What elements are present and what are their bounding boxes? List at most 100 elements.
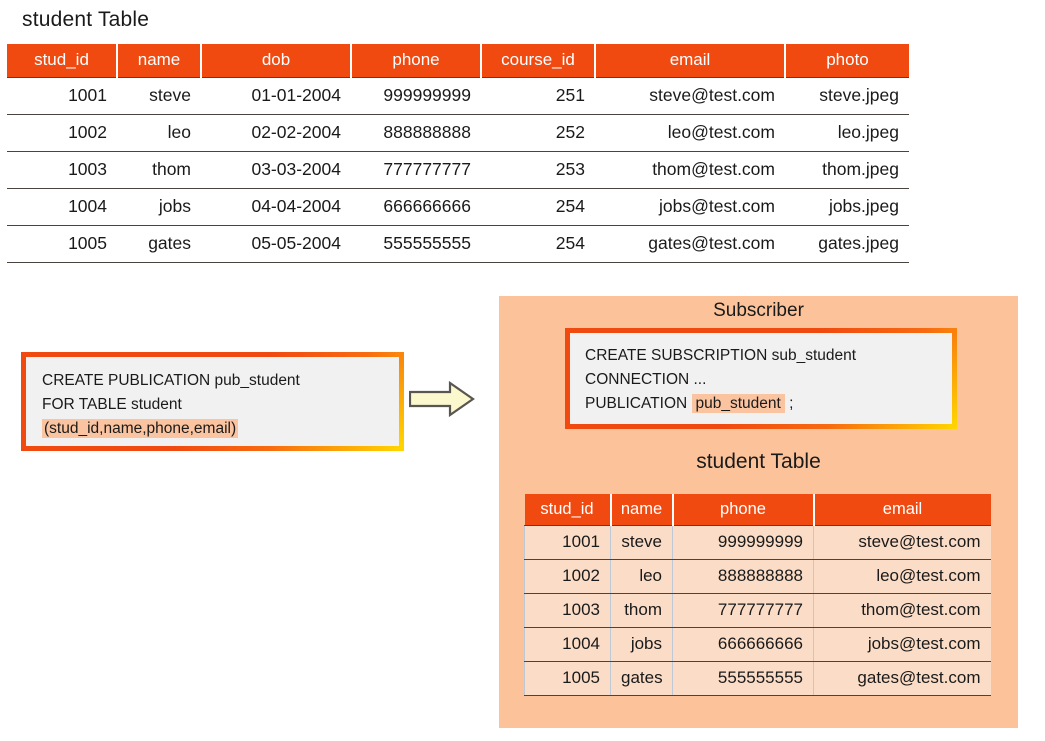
- column-header-stud_id: stud_id: [7, 44, 118, 77]
- cell-stud_id: 1003: [524, 593, 611, 628]
- cell-stud_id: 1001: [524, 525, 611, 560]
- cell-name: jobs: [117, 188, 201, 226]
- cell-name: jobs: [610, 627, 673, 662]
- cell-phone: 999999999: [351, 76, 481, 115]
- cell-phone: 777777777: [351, 151, 481, 189]
- cell-email: steve@test.com: [813, 525, 991, 560]
- cell-email: thom@test.com: [595, 151, 785, 189]
- cell-stud_id: 1005: [524, 661, 611, 696]
- cell-name: gates: [610, 661, 673, 696]
- cell-email: jobs@test.com: [595, 188, 785, 226]
- cell-phone: 555555555: [351, 225, 481, 263]
- cell-dob: 03-03-2004: [201, 151, 351, 189]
- subscriber-panel-title: Subscriber: [713, 300, 804, 321]
- subscriber-table-title: student Table: [696, 450, 821, 473]
- column-header-dob: dob: [201, 44, 352, 77]
- cell-dob: 04-04-2004: [201, 188, 351, 226]
- column-header-email: email: [595, 44, 786, 77]
- column-header-phone: phone: [672, 494, 815, 526]
- cell-stud_id: 1001: [7, 76, 117, 115]
- cell-phone: 555555555: [672, 661, 814, 696]
- cell-phone: 999999999: [672, 525, 814, 560]
- cell-phone: 666666666: [672, 627, 814, 662]
- cell-dob: 05-05-2004: [201, 225, 351, 263]
- cell-email: gates@test.com: [595, 225, 785, 263]
- flow-arrow: [408, 380, 475, 418]
- subscription-semicolon: ;: [789, 395, 794, 412]
- subscription-publication-name-highlight: pub_student: [691, 394, 785, 413]
- cell-name: thom: [610, 593, 673, 628]
- column-header-email: email: [813, 494, 991, 526]
- cell-name: steve: [610, 525, 673, 560]
- cell-stud_id: 1004: [524, 627, 611, 662]
- cell-dob: 02-02-2004: [201, 114, 351, 152]
- cell-course_id: 251: [481, 76, 595, 115]
- cell-dob: 01-01-2004: [201, 76, 351, 115]
- column-header-name: name: [117, 44, 202, 77]
- cell-name: gates: [117, 225, 201, 263]
- cell-stud_id: 1003: [7, 151, 117, 189]
- cell-stud_id: 1004: [7, 188, 117, 226]
- right-block-arrow-icon: [408, 380, 475, 418]
- column-header-stud_id: stud_id: [524, 494, 612, 526]
- cell-name: steve: [117, 76, 201, 115]
- cell-phone: 666666666: [351, 188, 481, 226]
- publication-columns-highlight: (stud_id,name,phone,email): [42, 419, 239, 438]
- cell-photo: thom.jpeg: [785, 151, 909, 189]
- create-subscription-box: CREATE SUBSCRIPTION sub_student CONNECTI…: [565, 328, 957, 429]
- cell-photo: leo.jpeg: [785, 114, 909, 152]
- cell-phone: 888888888: [351, 114, 481, 152]
- cell-email: thom@test.com: [813, 593, 991, 628]
- cell-stud_id: 1005: [7, 225, 117, 263]
- cell-course_id: 253: [481, 151, 595, 189]
- publication-line-2: FOR TABLE student: [42, 396, 182, 413]
- column-header-photo: photo: [785, 44, 909, 77]
- publisher-table-title: student Table: [22, 8, 150, 31]
- subscription-line-3: PUBLICATION pub_student ;: [585, 392, 952, 416]
- cell-phone: 888888888: [672, 559, 814, 594]
- cell-email: gates@test.com: [813, 661, 991, 696]
- cell-phone: 777777777: [672, 593, 814, 628]
- publication-line-3: (stud_id,name,phone,email): [42, 417, 399, 441]
- column-header-phone: phone: [351, 44, 482, 77]
- create-publication-box: CREATE PUBLICATION pub_student FOR TABLE…: [21, 352, 404, 451]
- cell-course_id: 254: [481, 225, 595, 263]
- cell-course_id: 254: [481, 188, 595, 226]
- cell-email: leo@test.com: [595, 114, 785, 152]
- cell-course_id: 252: [481, 114, 595, 152]
- subscriber-panel: Subscriber CREATE SUBSCRIPTION sub_stude…: [499, 296, 1018, 728]
- publication-line-1: CREATE PUBLICATION pub_student: [42, 372, 300, 389]
- cell-email: jobs@test.com: [813, 627, 991, 662]
- cell-stud_id: 1002: [7, 114, 117, 152]
- subscription-line-2: CONNECTION ...: [585, 371, 707, 388]
- column-header-course_id: course_id: [481, 44, 596, 77]
- cell-stud_id: 1002: [524, 559, 611, 594]
- cell-photo: gates.jpeg: [785, 225, 909, 263]
- cell-email: leo@test.com: [813, 559, 991, 594]
- cell-photo: jobs.jpeg: [785, 188, 909, 226]
- column-header-name: name: [610, 494, 674, 526]
- subscription-publication-keyword: PUBLICATION: [585, 395, 688, 412]
- cell-email: steve@test.com: [595, 76, 785, 115]
- cell-name: thom: [117, 151, 201, 189]
- subscription-line-1: CREATE SUBSCRIPTION sub_student: [585, 347, 857, 364]
- cell-photo: steve.jpeg: [785, 76, 909, 115]
- cell-name: leo: [610, 559, 673, 594]
